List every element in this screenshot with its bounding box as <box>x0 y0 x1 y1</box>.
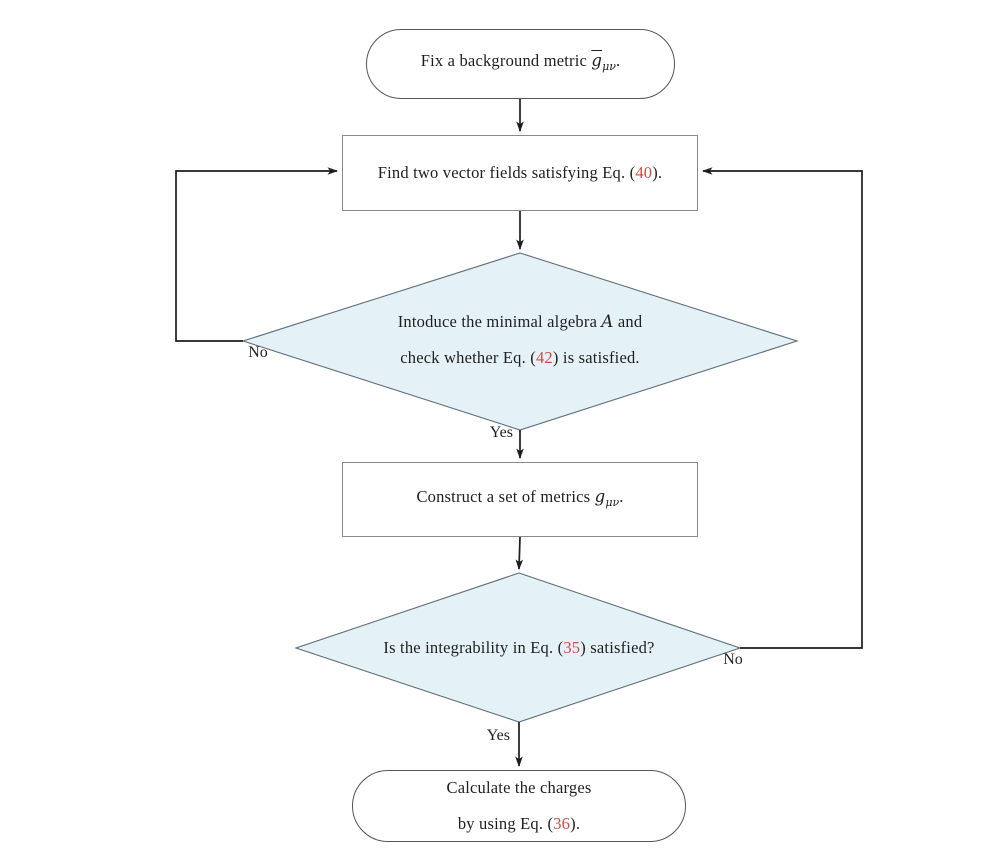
arrow-construct-to-integrability <box>515 536 524 570</box>
calligraphic-a-symbol: A <box>601 312 614 331</box>
edge-label-integrability-no: No <box>723 651 743 668</box>
node-construct-metrics: Construct a set of metrics gμν. <box>342 462 698 537</box>
arrow-integrability-no-loop <box>702 167 863 649</box>
g-symbol: g <box>594 486 606 506</box>
edge-label-algebra-no: No <box>248 344 268 361</box>
node-find-vector-fields: Find two vector fields satisfying Eq. (4… <box>342 135 698 211</box>
node-find-text: Find two vector fields satisfying Eq. (4… <box>377 163 663 182</box>
node-start-terminal: Fix a background metric gμν. <box>366 29 675 99</box>
node-construct-text: Construct a set of metrics gμν. <box>416 486 624 509</box>
decision-algebra-text: Intoduce the minimal algebra A and check… <box>270 304 770 376</box>
node-calculate-line2: by using Eq. (36). <box>457 814 581 833</box>
node-calculate-line1: Calculate the charges <box>446 778 592 797</box>
munu-subscript: μν <box>605 495 620 509</box>
decision-algebra-line2: check whether Eq. (42) is satisfied. <box>400 348 640 367</box>
eq-ref-35: 35 <box>563 638 581 657</box>
eq-ref-36: 36 <box>553 814 571 833</box>
edge-label-integrability-yes: Yes <box>486 727 510 744</box>
edge-label-algebra-yes: Yes <box>489 424 513 441</box>
node-calculate-terminal: Calculate the charges by using Eq. (36). <box>352 770 686 842</box>
gbar-symbol: g <box>591 51 603 70</box>
decision-integrability-text: Is the integrability in Eq. (35) satisfi… <box>296 630 742 666</box>
decision-algebra-line1: Intoduce the minimal algebra A and <box>397 312 643 331</box>
node-start-text: Fix a background metric gμν. <box>420 51 621 73</box>
munu-subscript: μν <box>602 60 616 73</box>
eq-ref-42: 42 <box>535 348 553 367</box>
eq-ref-40: 40 <box>635 163 653 182</box>
arrow-algebra-no-loop <box>175 167 338 342</box>
decision-integrability-line: Is the integrability in Eq. (35) satisfi… <box>383 638 655 657</box>
